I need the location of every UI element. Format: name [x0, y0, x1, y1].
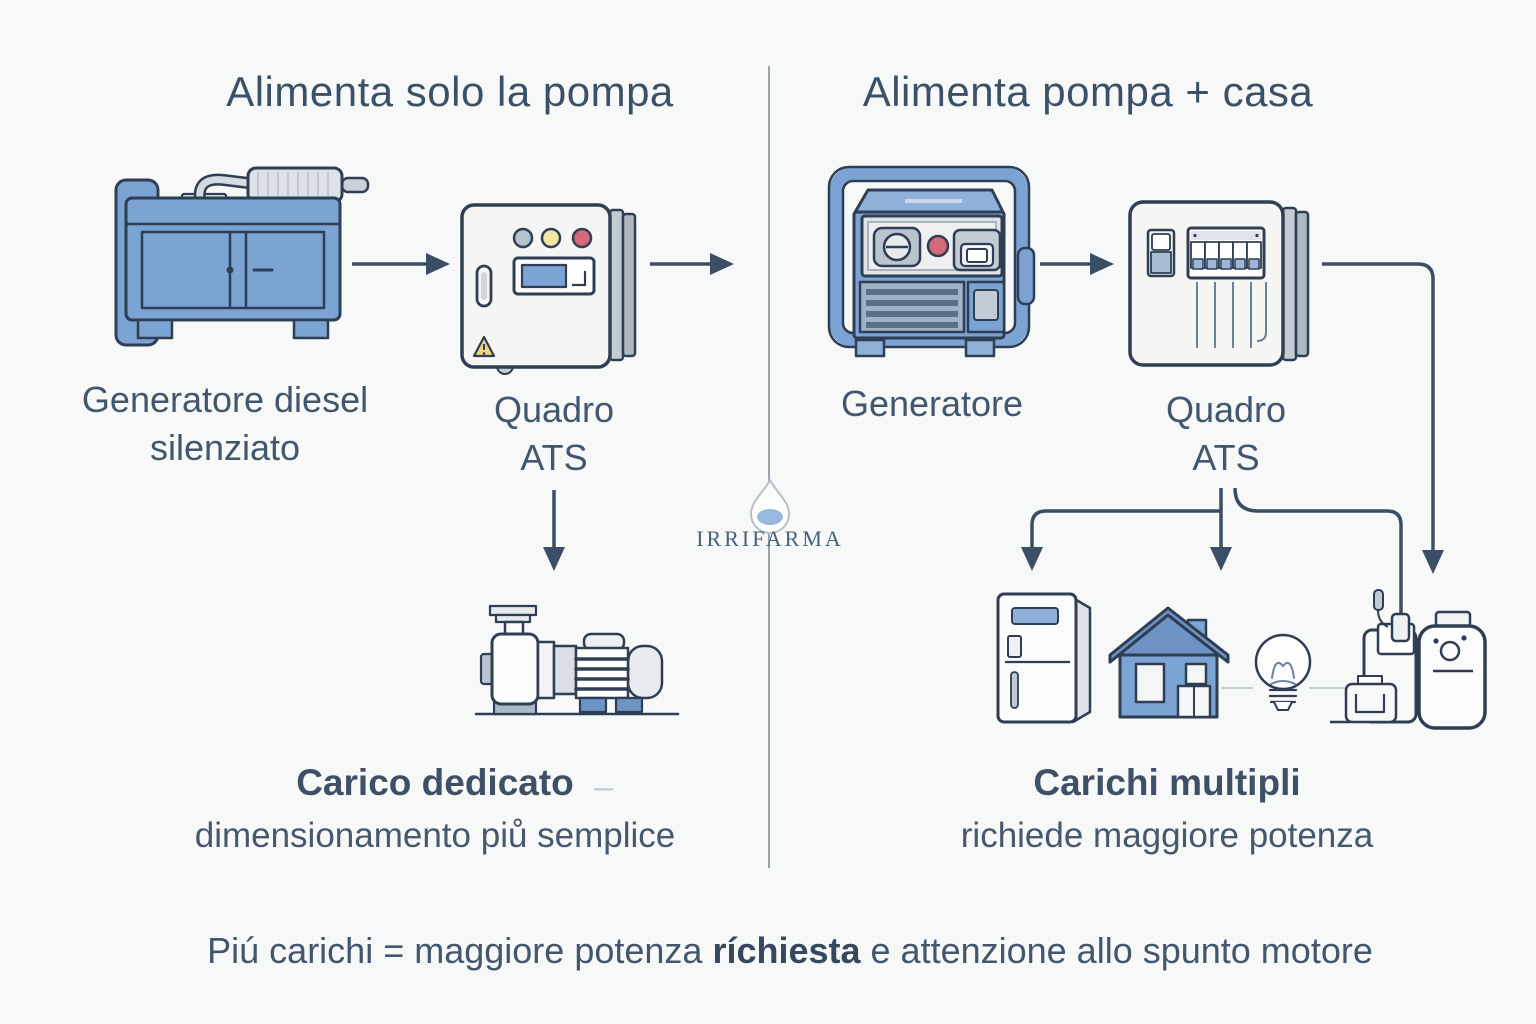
water-heater-icon [1417, 610, 1487, 730]
diesel-generator-icon [114, 166, 370, 347]
left-result-title: Carico dedicato [296, 762, 574, 803]
pump-icon [474, 604, 680, 716]
footer-emphasis: ríchiesta [712, 930, 861, 971]
brand-logo-text: IRRIFARMA [696, 526, 844, 551]
drop-logo-icon [749, 477, 791, 534]
ats-panel-simple-icon [460, 203, 637, 375]
flow-arrow-icon [352, 253, 450, 275]
right-ats-label: Quadro ATS [1165, 389, 1287, 478]
flow-arrow-icon [1322, 262, 1444, 574]
house-icon [1108, 606, 1230, 719]
portable-generator-icon [827, 165, 1036, 358]
flow-arrow-icon [543, 490, 565, 571]
ats-panel-breakers-icon [1128, 200, 1310, 367]
flow-arrow-icon [1021, 509, 1221, 571]
diesel-generator-label: Generatore diesel silenziato [81, 379, 369, 468]
footer-note: Piú carichi = maggiore potenza ríchiesta… [207, 930, 1373, 971]
fridge-icon [996, 592, 1092, 724]
right-generator-label: Generatore [840, 383, 1024, 424]
flow-arrow-icon [1233, 487, 1403, 620]
boiler-icon [1330, 589, 1418, 724]
left-section-title: Alimenta solo la pompa [226, 68, 674, 115]
left-ats-label: Quadro ATS [493, 389, 615, 478]
left-result-subtitle: dimensionamento piů semplice [194, 816, 676, 855]
flow-arrow-icon [650, 253, 734, 275]
right-result-title: Carichi multipli [1033, 762, 1301, 803]
left-result-dash: – [594, 768, 613, 806]
flow-arrow-icon [1040, 253, 1114, 275]
right-section-title: Alimenta pompa + casa [862, 68, 1314, 115]
bulb-icon [1221, 633, 1345, 711]
right-result-subtitle: richiede maggiore potenza [960, 816, 1374, 855]
flow-arrow-icon [1210, 488, 1232, 571]
